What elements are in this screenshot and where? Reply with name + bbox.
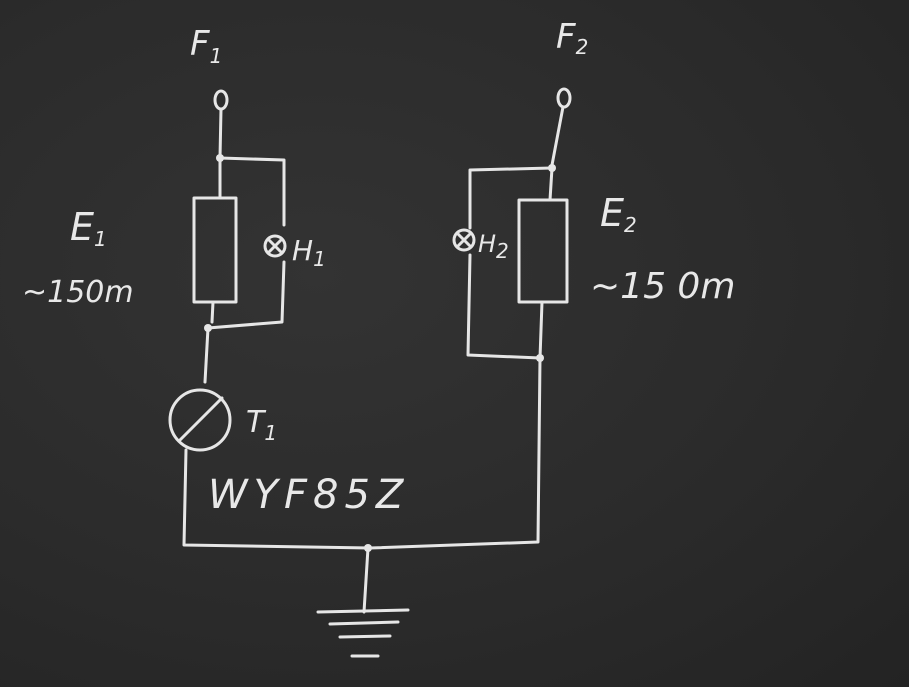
lamp-h1-label: H1: [292, 234, 326, 271]
left-parallel-branch: [204, 154, 286, 332]
lamp-h2-icon: [452, 228, 476, 252]
resistor-e2: [517, 198, 569, 304]
terminal-f1: [213, 89, 229, 160]
resistor-e2-label: E2: [600, 191, 637, 237]
switch-part-number: WYF85Z: [208, 472, 409, 518]
terminal-f1-label: F1: [190, 24, 222, 68]
ground-symbol-icon: [316, 608, 410, 658]
wire-to-switch: [203, 326, 210, 384]
switch-t1-label: T1: [246, 405, 277, 445]
lamp-h2-label: H2: [478, 230, 509, 263]
resistor-e1-value: ~150m: [22, 275, 134, 310]
ground-bus: [182, 356, 542, 614]
resistor-e2-value: ~15 0m: [590, 266, 735, 307]
switch-t1-icon: [168, 388, 232, 452]
right-parallel-branch: [466, 164, 556, 362]
terminal-f2-label: F2: [556, 17, 588, 59]
resistor-e1-label: E1: [70, 205, 107, 251]
resistor-e1: [192, 196, 238, 304]
terminal-f2: [550, 87, 572, 167]
lamp-h1-icon: [263, 234, 287, 258]
